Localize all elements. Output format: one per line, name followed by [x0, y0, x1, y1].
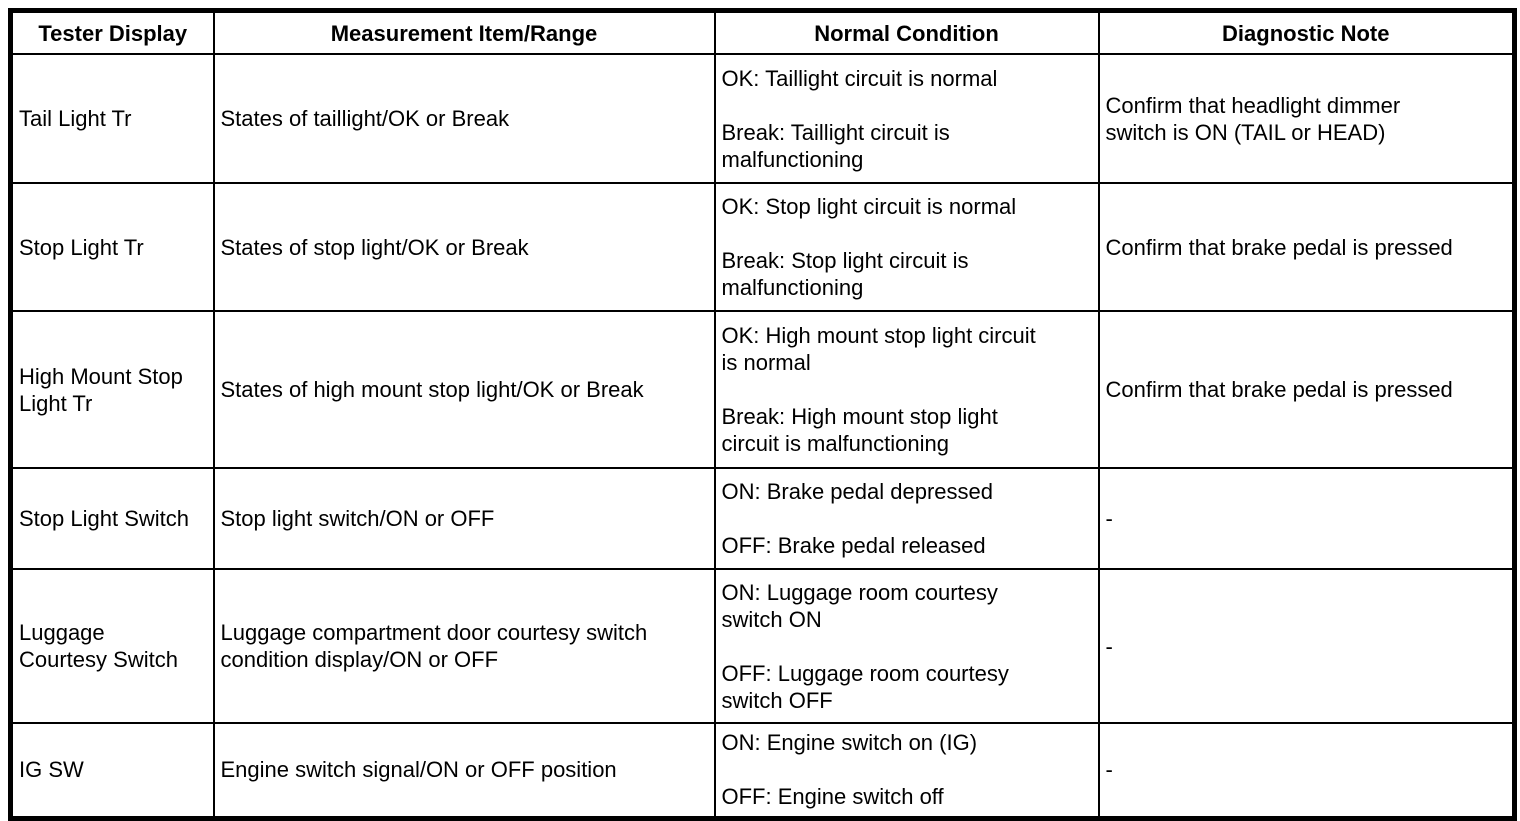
cell-normal-condition: ON: Brake pedal depressed OFF: Brake ped… — [713, 467, 1100, 570]
normal-condition-on: ON: Brake pedal depressed — [721, 479, 994, 504]
cell-tester-display: IG SW — [9, 722, 215, 819]
cell-measurement-item-range: Stop light switch/ON or OFF — [212, 467, 716, 570]
column-header-tester-display: Tester Display — [9, 9, 215, 55]
cell-measurement-item-range: States of stop light/OK or Break — [212, 182, 716, 312]
cell-diagnostic-note: - — [1097, 722, 1516, 819]
header-row: Tester Display Measurement Item/Range No… — [9, 9, 1516, 55]
column-header-normal-condition: Normal Condition — [713, 9, 1100, 55]
table-row: Stop Light Switch Stop light switch/ON o… — [9, 467, 1516, 570]
table-row: Luggage Courtesy Switch Luggage compartm… — [9, 568, 1516, 724]
normal-condition-on: ON: Engine switch on (IG) — [721, 730, 978, 756]
cell-normal-condition: OK: Taillight circuit is normal Break: T… — [713, 53, 1100, 184]
normal-condition-off: OFF: Luggage room courtesy switch OFF — [721, 660, 1009, 713]
normal-condition-ok: OK: High mount stop light circuit is nor… — [721, 323, 1036, 375]
cell-normal-condition: ON: Luggage room courtesy switch ON OFF:… — [713, 568, 1100, 724]
cell-tester-display: High Mount Stop Light Tr — [9, 310, 215, 469]
cell-normal-condition: OK: Stop light circuit is normal Break: … — [713, 182, 1100, 312]
cell-tester-display: Tail Light Tr — [9, 53, 215, 184]
cell-diagnostic-note: Confirm that brake pedal is pressed — [1097, 182, 1516, 312]
cell-diagnostic-note: - — [1097, 467, 1516, 570]
cell-measurement-item-range: States of taillight/OK or Break — [212, 53, 716, 184]
table-row: Stop Light Tr States of stop light/OK or… — [9, 182, 1516, 312]
cell-diagnostic-note: Confirm that brake pedal is pressed — [1097, 310, 1516, 469]
cell-diagnostic-note: Confirm that headlight dimmer switch is … — [1097, 53, 1516, 184]
cell-measurement-item-range: Luggage compartment door courtesy switch… — [212, 568, 716, 724]
table-row: High Mount Stop Light Tr States of high … — [9, 310, 1516, 469]
normal-condition-break: Break: High mount stop light circuit is … — [721, 404, 998, 456]
cell-measurement-item-range: States of high mount stop light/OK or Br… — [212, 310, 716, 469]
column-header-diagnostic-note: Diagnostic Note — [1097, 9, 1516, 55]
normal-condition-off: OFF: Engine switch off — [721, 784, 944, 810]
cell-normal-condition: OK: High mount stop light circuit is nor… — [713, 310, 1100, 469]
normal-condition-break: Break: Stop light circuit is malfunction… — [721, 248, 969, 300]
cell-tester-display: Stop Light Tr — [9, 182, 215, 312]
cell-tester-display: Stop Light Switch — [9, 467, 215, 570]
table-row: Tail Light Tr States of taillight/OK or … — [9, 53, 1516, 184]
normal-condition-ok: OK: Stop light circuit is normal — [721, 194, 1017, 219]
diagnostic-data-list-table: Tester Display Measurement Item/Range No… — [8, 8, 1517, 821]
cell-tester-display: Luggage Courtesy Switch — [9, 568, 215, 724]
cell-normal-condition: ON: Engine switch on (IG) OFF: Engine sw… — [713, 722, 1100, 819]
cell-diagnostic-note: - — [1097, 568, 1516, 724]
normal-condition-on: ON: Luggage room courtesy switch ON — [721, 579, 998, 632]
cell-measurement-item-range: Engine switch signal/ON or OFF position — [212, 722, 716, 819]
column-header-measurement-item-range: Measurement Item/Range — [212, 9, 716, 55]
table-row: IG SW Engine switch signal/ON or OFF pos… — [9, 722, 1516, 819]
normal-condition-off: OFF: Brake pedal released — [721, 533, 986, 558]
normal-condition-break: Break: Taillight circuit is malfunctioni… — [721, 119, 950, 172]
normal-condition-ok: OK: Taillight circuit is normal — [721, 65, 998, 91]
